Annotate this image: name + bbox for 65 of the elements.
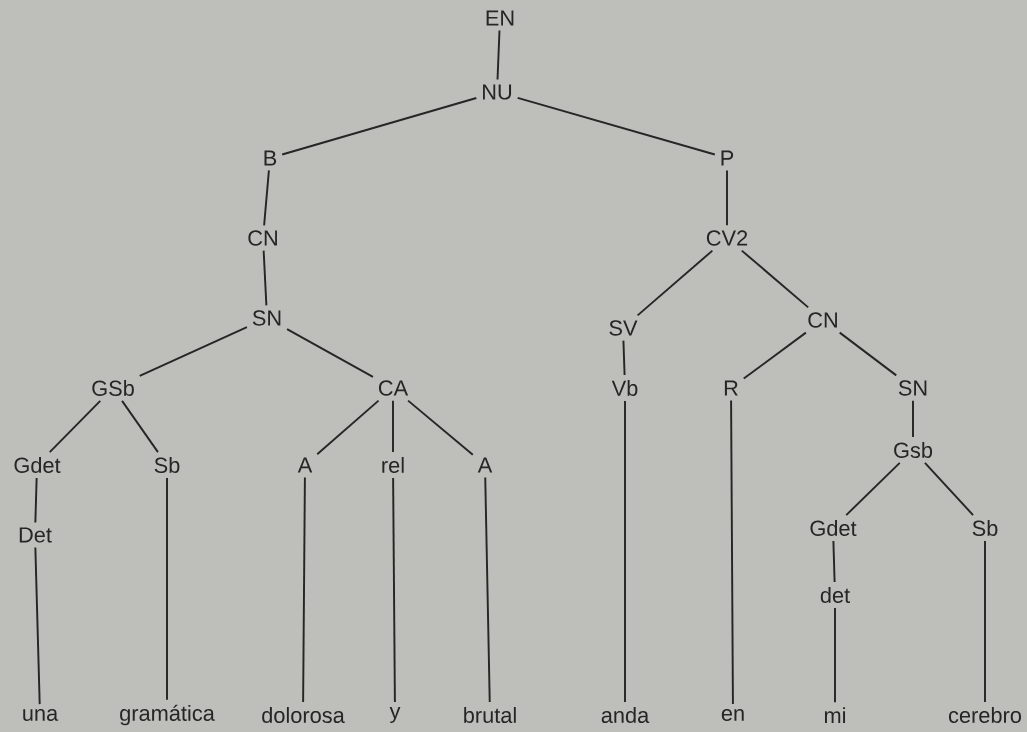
word-label: dolorosa [262, 707, 345, 723]
tree-branch [740, 249, 810, 309]
category-label: CN [808, 312, 837, 328]
tree-branch [392, 399, 394, 454]
tree-branch [845, 461, 901, 517]
tree-branch [622, 339, 626, 377]
tree-branch [730, 399, 734, 706]
tree-branch [262, 249, 268, 307]
tree-branch [516, 96, 716, 156]
tree-branch [984, 539, 986, 704]
tree-branch [832, 539, 836, 584]
tree-branch [726, 169, 728, 227]
tree-branch [316, 399, 380, 456]
tree-branch [834, 606, 836, 704]
tree-branch [166, 476, 168, 701]
tree-branch [48, 399, 102, 454]
word-label: anda [601, 707, 650, 723]
category-label: A [477, 457, 493, 473]
category-label: Sb [972, 520, 998, 536]
category-label: NU [483, 84, 512, 100]
word-label: cerebro [949, 707, 1021, 723]
category-label: Sb [154, 457, 180, 473]
tree-branch [302, 476, 306, 704]
category-label: Gdet [810, 520, 857, 536]
tree-branch [624, 399, 626, 704]
category-label: B [264, 150, 277, 166]
category-label: R [724, 380, 738, 396]
tree-branch [496, 29, 501, 81]
tree-branch [281, 97, 478, 156]
tree-branch [138, 326, 248, 377]
category-label: Gdet [14, 457, 61, 473]
tree-branch [407, 399, 474, 456]
category-label: Det [19, 527, 52, 543]
word-label: mi [824, 707, 845, 723]
tree-branch [923, 461, 975, 517]
category-label: Gsb [894, 442, 933, 458]
tree-branch [636, 249, 714, 317]
category-label: rel [382, 457, 404, 473]
category-label: A [297, 457, 313, 473]
tree-branch [34, 476, 38, 524]
category-label: SV [609, 320, 638, 336]
tree-branch [392, 476, 396, 704]
word-label: en [721, 709, 744, 721]
tree-branch [484, 476, 491, 704]
tree-branch [912, 399, 914, 439]
category-label: CA [378, 380, 409, 396]
tree-branch [286, 328, 374, 378]
category-label: EN [486, 10, 514, 26]
tree-branch [838, 331, 898, 377]
category-label: Vb [611, 380, 638, 396]
category-label: GSb [92, 380, 134, 396]
category-label: P [721, 150, 734, 166]
word-label: brutal [464, 707, 516, 723]
category-label: det [820, 587, 850, 603]
tree-branch [34, 546, 41, 706]
word-label: gramática [120, 704, 215, 726]
tree-branch [742, 331, 807, 380]
category-label: CN [248, 230, 277, 246]
word-label: y [389, 707, 401, 723]
category-label: SN [898, 380, 927, 396]
tree-branch [121, 399, 159, 454]
tree-branch [263, 169, 270, 227]
category-label: CV2 [706, 230, 748, 246]
word-label: una [23, 709, 59, 721]
category-label: SN [252, 310, 281, 326]
